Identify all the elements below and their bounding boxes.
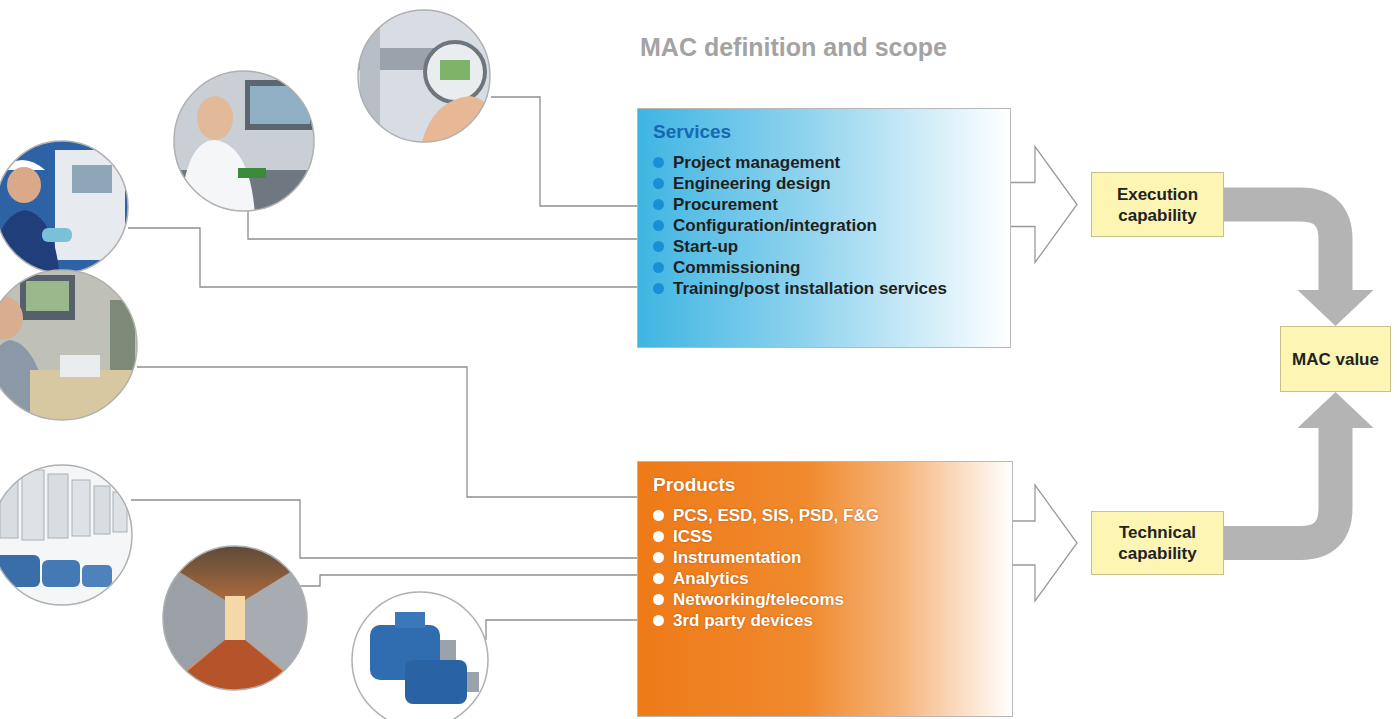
bullet-item: Project management [652,152,996,173]
curved-arrow-band [1224,428,1336,543]
photo-frame [0,465,132,605]
value-box: MAC value [1280,326,1391,392]
bullet-dot [653,262,664,273]
bullet-dot [653,615,664,626]
photo-frame [174,71,314,211]
bullet-item: Procurement [652,194,996,215]
bullet-item: PCS, ESD, SIS, PSD, F&G [652,505,998,526]
drives-photo [0,463,135,608]
hollow-arrow-shape [1013,485,1077,601]
bullet-item: Start-up [652,236,996,257]
bullet-text: Procurement [673,195,778,215]
arrow-head [1298,290,1374,326]
photo-frame [0,141,128,273]
bullet-dot [653,531,664,542]
bullet-dot [653,510,664,521]
services-box: ServicesProject managementEngineering de… [637,108,1011,348]
bullet-item: ICSS [652,526,998,547]
bullet-text: Networking/telecoms [673,590,844,610]
bullet-item: Networking/telecoms [652,589,998,610]
bullet-item: Instrumentation [652,547,998,568]
corridor-photo [160,544,310,694]
engineer-photo [0,140,140,280]
leader-line [131,500,637,558]
leader-line [248,211,637,239]
photo-frame [0,270,137,420]
bullet-text: Instrumentation [673,548,801,568]
photo-frame [163,546,307,690]
bullet-text: Start-up [673,237,738,257]
bullet-item: Training/post installation services [652,278,996,299]
box-heading: Products [653,474,998,496]
photo-frame [358,10,490,142]
bullet-dot [653,199,664,210]
bullet-dot [653,594,664,605]
capability-box: Execution capability [1091,172,1224,237]
curved-arrow-band [1224,205,1336,291]
products-box: ProductsPCS, ESD, SIS, PSD, F&GICSSInstr… [637,461,1013,717]
bullet-dot [653,178,664,189]
bullet-item: Engineering design [652,173,996,194]
bullet-text: 3rd party devices [673,611,813,631]
bullet-text: Engineering design [673,174,831,194]
bullet-text: ICSS [673,527,713,547]
diagram-title: MAC definition and scope [640,33,947,62]
bullet-dot [653,552,664,563]
photo-frame [352,592,488,719]
bullet-item: Commissioning [652,257,996,278]
bullet-text: Training/post installation services [673,279,947,299]
bullet-item: Analytics [652,568,998,589]
lab-photo [170,70,320,220]
gauge-photo [350,0,500,150]
hollow-arrow [1013,485,1077,601]
bullet-item: Configuration/integration [652,215,996,236]
box-label: MAC value [1292,349,1379,370]
bullet-text: Analytics [673,569,749,589]
leader-line [300,575,637,586]
bullet-dot [653,241,664,252]
capability-box: Technical capability [1091,511,1224,575]
bullet-item: 3rd party devices [652,610,998,631]
bullet-text: Configuration/integration [673,216,877,236]
curved-arrow [1224,205,1374,327]
bullet-text: PCS, ESD, SIS, PSD, F&G [673,506,879,526]
box-heading: Services [653,121,996,143]
hollow-arrow [1011,147,1077,263]
box-label: Technical capability [1100,522,1215,564]
hollow-arrow-shape [1011,147,1077,263]
leader-line [137,367,637,497]
bullet-dot [653,283,664,294]
bullet-text: Project management [673,153,840,173]
workbench-photo [0,268,140,425]
motor-photo [350,590,490,719]
bullet-dot [653,573,664,584]
bullet-text: Commissioning [673,258,801,278]
bullet-dot [653,157,664,168]
leader-line [491,97,637,206]
bullet-dot [653,220,664,231]
box-label: Execution capability [1100,184,1215,226]
arrow-head [1298,392,1374,428]
leader-line [128,228,637,287]
curved-arrow [1224,392,1374,543]
leader-line [486,620,637,640]
